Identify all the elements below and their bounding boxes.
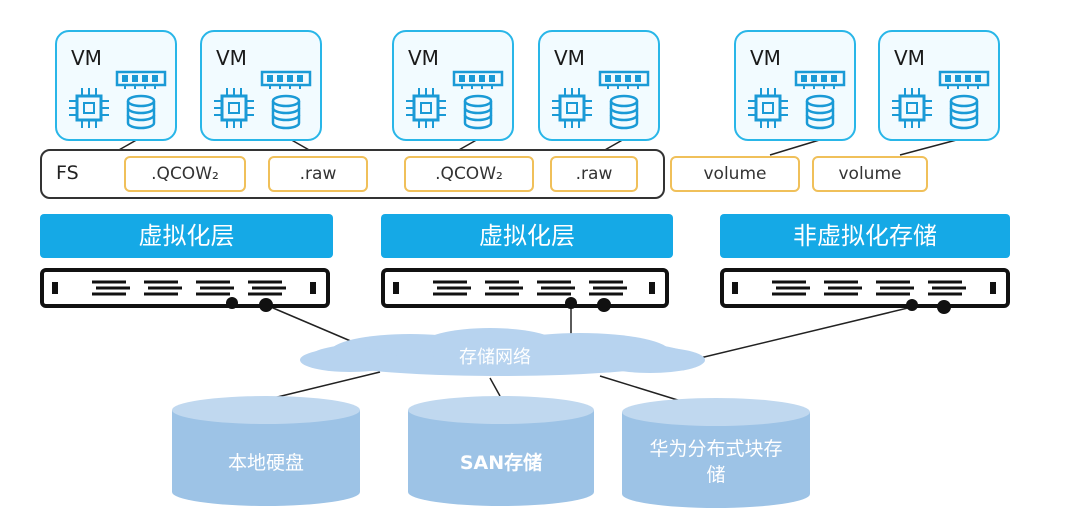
memory-icon <box>260 70 312 89</box>
vm-label: VM <box>750 46 781 70</box>
server-slots <box>732 280 996 296</box>
database-icon <box>949 94 979 130</box>
local-disk-cylinder: 本地硬盘 <box>172 396 360 506</box>
virtualization-layer-bar: 虚拟化层 <box>40 214 333 258</box>
memory-icon <box>938 70 990 89</box>
vm-box: VM <box>734 30 856 141</box>
vm-label: VM <box>71 46 102 70</box>
san-storage-cylinder: SAN存储 <box>408 396 594 506</box>
database-icon <box>463 94 493 130</box>
vm-label: VM <box>894 46 925 70</box>
cylinder-shape <box>172 396 360 506</box>
database-icon <box>271 94 301 130</box>
volume-box: volume <box>670 156 800 192</box>
vm-label: VM <box>408 46 439 70</box>
cylinder-shape <box>622 398 810 508</box>
cpu-icon <box>748 88 788 128</box>
cylinder-shape <box>408 396 594 506</box>
memory-icon <box>598 70 650 89</box>
vm-box: VM <box>200 30 322 141</box>
raw-format-box: .raw <box>550 156 638 192</box>
cpu-icon <box>892 88 932 128</box>
vm-box: VM <box>392 30 514 141</box>
raw-format-box: .raw <box>268 156 368 192</box>
vm-label: VM <box>216 46 247 70</box>
volume-box: volume <box>812 156 928 192</box>
local-disk-label: 本地硬盘 <box>227 452 304 474</box>
cpu-icon <box>214 88 254 128</box>
server-slots <box>393 280 655 296</box>
server-icon <box>40 268 330 308</box>
storage-network-label: 存储网络 <box>459 347 531 368</box>
vm-label: VM <box>554 46 585 70</box>
database-icon <box>805 94 835 130</box>
cpu-icon <box>552 88 592 128</box>
cpu-icon <box>406 88 446 128</box>
network-cloud-icon <box>300 328 705 376</box>
vm-box: VM <box>538 30 660 141</box>
qcow2-format-box: .QCOW₂ <box>404 156 534 192</box>
memory-icon <box>794 70 846 89</box>
distributed-storage-label: 华为分布式块存储 <box>649 438 783 486</box>
san-storage-label: SAN存储 <box>459 452 543 474</box>
non-virtualized-storage-bar: 非虚拟化存储 <box>720 214 1010 258</box>
memory-icon <box>115 70 167 89</box>
database-icon <box>126 94 156 130</box>
vm-box: VM <box>878 30 1000 141</box>
cpu-icon <box>69 88 109 128</box>
server-icon <box>720 268 1010 308</box>
database-icon <box>609 94 639 130</box>
virtualization-layer-bar: 虚拟化层 <box>381 214 673 258</box>
memory-icon <box>452 70 504 89</box>
filesystem-label: FS <box>56 162 79 184</box>
distributed-storage-cylinder: 华为分布式块存储 <box>622 398 810 508</box>
qcow2-format-box: .QCOW₂ <box>124 156 246 192</box>
server-icon <box>381 268 669 308</box>
vm-box: VM <box>55 30 177 141</box>
server-slots <box>52 280 316 296</box>
